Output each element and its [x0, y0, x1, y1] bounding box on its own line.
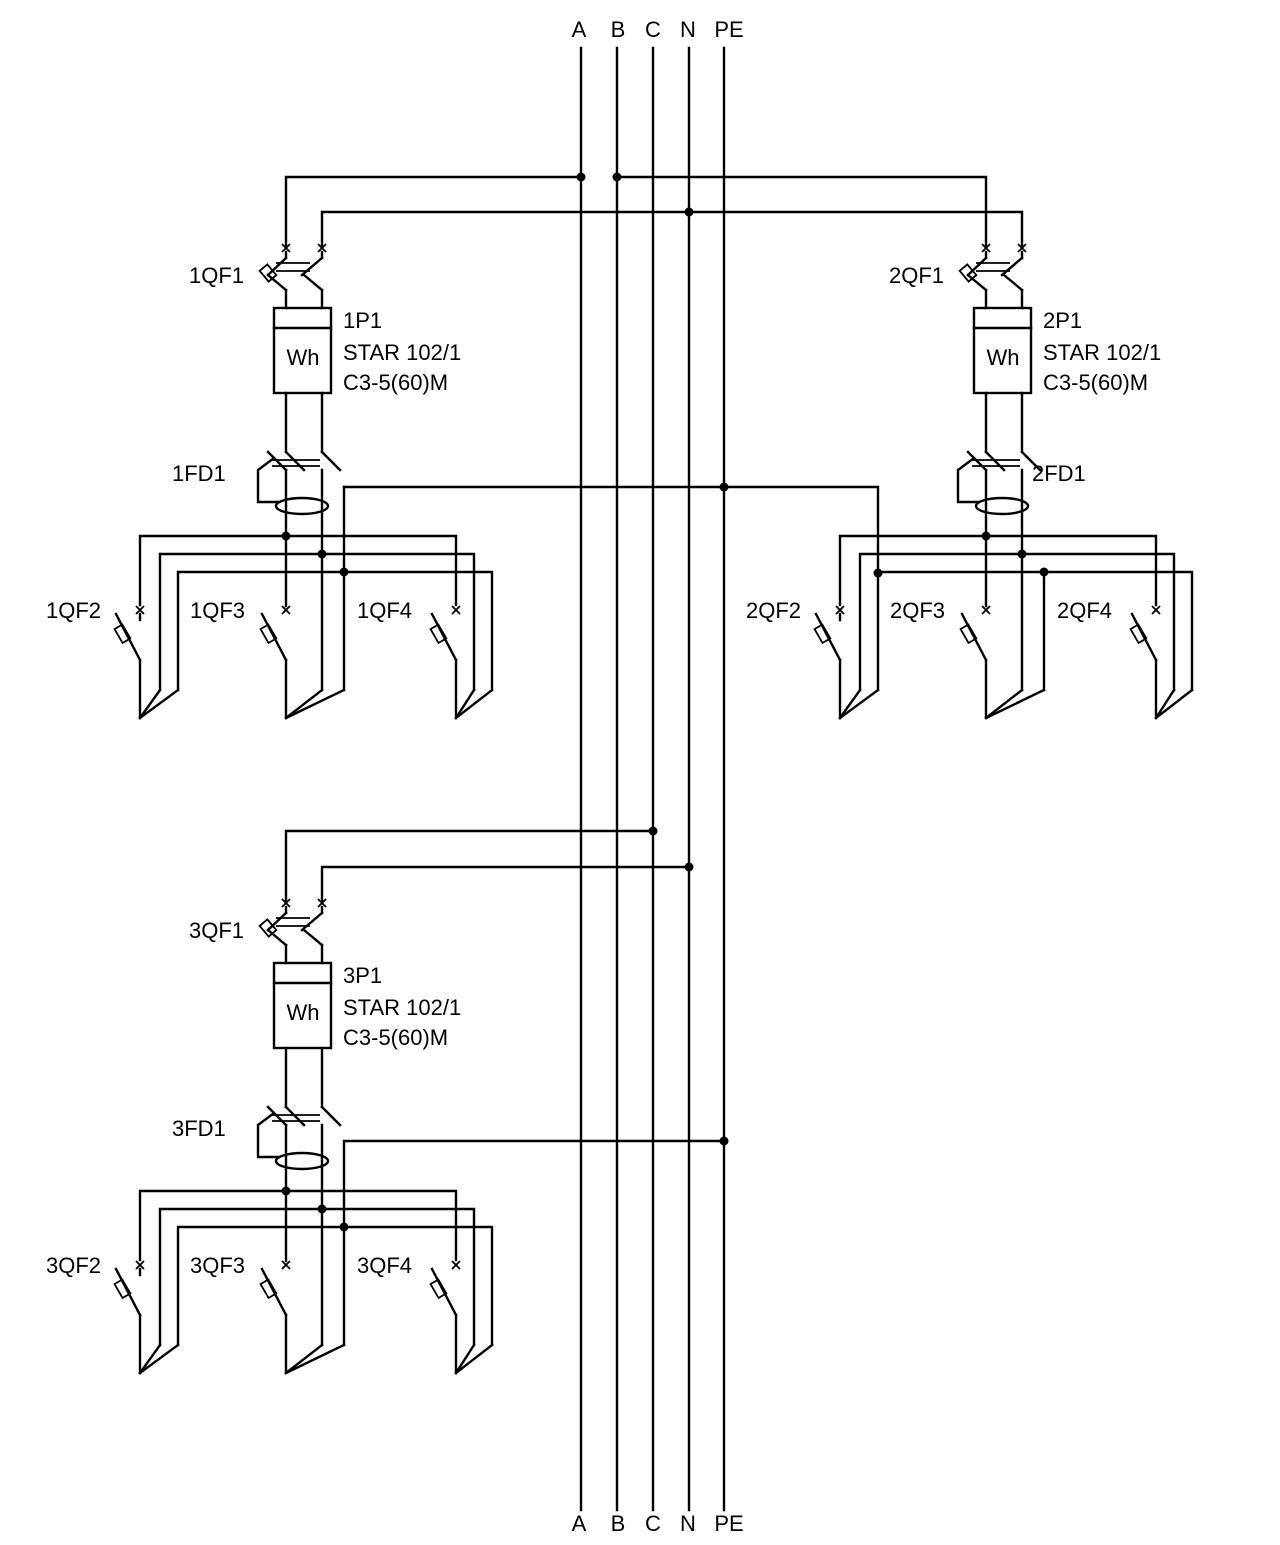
branch-breaker-label: 1QF3 [190, 598, 245, 623]
feeder-unit1-phase [284, 175, 583, 250]
bus-label-pe-top: PE [714, 17, 743, 42]
branch-breaker-label: 2QF3 [890, 598, 945, 623]
bus-label-a-bottom: A [572, 1511, 587, 1536]
rcd-label: 1FD1 [172, 461, 226, 486]
meter-symbol: Wh [287, 1000, 320, 1025]
junction-dot [612, 172, 622, 182]
bus-label-n-top: N [680, 17, 696, 42]
unit-2: 2QF1 2P1 STAR 102/1 C3-5(60)M Wh 2FD1 2Q… [722, 244, 1192, 718]
junction-dot [684, 207, 694, 217]
branch-breaker-label: 1QF2 [46, 598, 101, 623]
junction-dot [684, 862, 694, 872]
breaker-label: 3QF1 [189, 918, 244, 943]
branch-breaker-label: 3QF4 [357, 1253, 412, 1278]
pe-link [722, 485, 880, 575]
bus-label-n-bottom: N [680, 1511, 696, 1536]
breaker-label: 1QF1 [189, 263, 244, 288]
rcd-label: 3FD1 [172, 1116, 226, 1141]
bus-label-b-bottom: B [611, 1511, 626, 1536]
bus-label-a-top: A [572, 17, 587, 42]
branch-breaker-label: 2QF4 [1057, 598, 1112, 623]
meter-rating: C3-5(60)M [343, 370, 448, 395]
feeder-unit3-neutral [320, 865, 691, 905]
branch-breaker-label: 3QF3 [190, 1253, 245, 1278]
meter-name: 2P1 [1043, 308, 1082, 333]
bus-label-c-bottom: C [645, 1511, 661, 1536]
meter-rating: C3-5(60)M [1043, 370, 1148, 395]
breaker-label: 2QF1 [889, 263, 944, 288]
meter-name: 3P1 [343, 963, 382, 988]
feeder-unit2-phase [615, 175, 988, 250]
meter-model: STAR 102/1 [343, 340, 461, 365]
junction-dot [576, 172, 586, 182]
meter-model: STAR 102/1 [343, 995, 461, 1020]
feeder-unit3-phase [284, 829, 655, 905]
junction-dot [648, 826, 658, 836]
rcd-label: 2FD1 [1032, 461, 1086, 486]
meter-name: 1P1 [343, 308, 382, 333]
meter-rating: C3-5(60)M [343, 1025, 448, 1050]
bus-lines [579, 46, 726, 1512]
unit-3: 3QF1 3P1 STAR 102/1 C3-5(60)M Wh 3FD1 3Q… [46, 899, 726, 1373]
branch-breaker-label: 3QF2 [46, 1253, 101, 1278]
meter-symbol: Wh [287, 345, 320, 370]
bus-labels-top: A B C N PE [572, 17, 744, 42]
feeder-units12-neutral [320, 210, 1024, 250]
branch-breaker-label: 2QF2 [746, 598, 801, 623]
feeder-connections [284, 172, 1024, 1146]
bus-label-b-top: B [611, 17, 626, 42]
bus-label-pe-bottom: PE [714, 1511, 743, 1536]
bus-label-c-top: C [645, 17, 661, 42]
meter-model: STAR 102/1 [1043, 340, 1161, 365]
branch-breaker-label: 1QF4 [357, 598, 412, 623]
unit-1: 1QF1 1P1 STAR 102/1 C3-5(60)M Wh 1FD1 1Q… [46, 244, 726, 718]
bus-labels-bottom: A B C N PE [572, 1511, 744, 1536]
meter-symbol: Wh [987, 345, 1020, 370]
